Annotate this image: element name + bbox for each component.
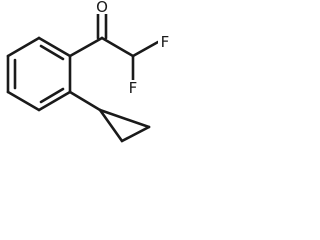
fluorine-atom-bottom: F bbox=[126, 79, 140, 97]
ring-bond-3 bbox=[37, 90, 72, 112]
ring-double-bond-2 bbox=[39, 87, 65, 104]
benzene-ring bbox=[6, 36, 72, 112]
cyclopropyl-bond-3 bbox=[98, 108, 151, 129]
ring-bond-6 bbox=[6, 36, 41, 58]
ring-double-bond-1 bbox=[39, 44, 65, 61]
oxygen-atom: O bbox=[95, 0, 109, 16]
cyclopropyl-bond-2 bbox=[120, 125, 151, 143]
ring-to-carbonyl-bond bbox=[68, 36, 104, 58]
fluorine-atom-top: F bbox=[158, 33, 172, 51]
fluorine-label-top: F bbox=[161, 33, 170, 51]
fluorine-label-bottom: F bbox=[129, 79, 138, 97]
carbonyl-to-chf2-bond bbox=[100, 36, 135, 58]
structural-formula: O F F bbox=[6, 0, 172, 143]
cyclopropyl-ring bbox=[98, 108, 151, 143]
ring-bond-4 bbox=[6, 90, 41, 112]
c-f-bond-top bbox=[131, 40, 160, 58]
oxygen-label: O bbox=[96, 0, 108, 16]
cyclopropyl-bond-1 bbox=[98, 108, 124, 143]
ring-to-cyclopropyl-bond bbox=[68, 90, 102, 112]
ring-bond-1 bbox=[37, 36, 72, 58]
